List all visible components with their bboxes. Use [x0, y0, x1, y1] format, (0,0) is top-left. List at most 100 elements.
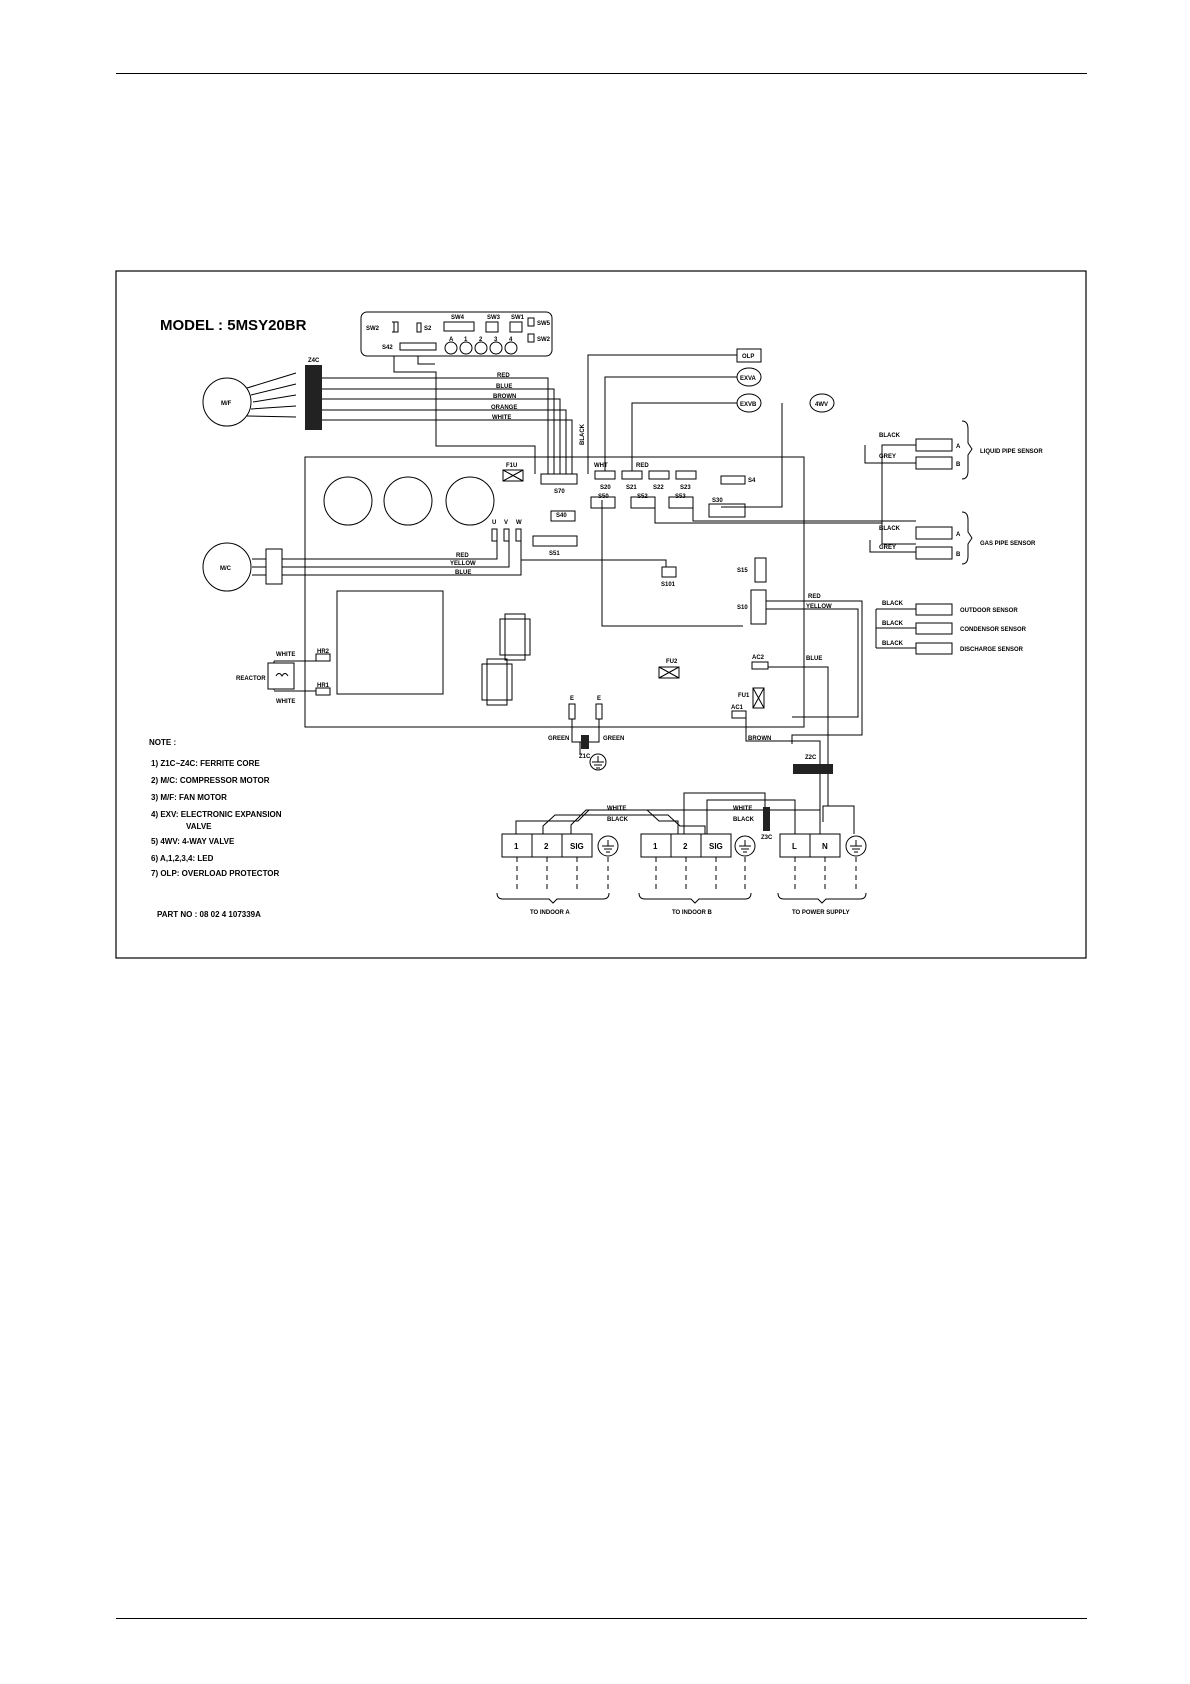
label-s2: S2 [424, 326, 432, 332]
terminal-power [779, 833, 867, 858]
ferrite-z2c [793, 764, 833, 774]
discharge-wire-black: BLACK [882, 641, 904, 647]
label-sw2-right: SW2 [537, 337, 551, 343]
discharge-sensor [915, 642, 953, 655]
liquid-sensor-b [915, 456, 953, 470]
fuse-f1u [502, 469, 524, 482]
label-s53: S53 [675, 494, 686, 500]
fan-wire-brown: BROWN [493, 394, 516, 400]
label-s20: S20 [600, 485, 611, 491]
compressor-motor [202, 542, 252, 592]
gas-wire-black: BLACK [879, 526, 901, 532]
reactor [267, 662, 295, 690]
bottom-wire-white: WHITE [607, 806, 626, 812]
exva [736, 367, 762, 387]
label-s10: S10 [737, 605, 748, 611]
indoor-b-pin-1: 1 [653, 842, 658, 851]
gas-pipe-sensor-label: GAS PIPE SENSOR [980, 541, 1036, 547]
liquid-wire-black: BLACK [879, 433, 901, 439]
note-1: 1) Z1C~Z4C: FERRITE CORE [151, 759, 260, 768]
label-z1c: Z1C [579, 754, 591, 760]
comp-wire-red: RED [456, 553, 469, 559]
s10-wire-yellow: YELLOW [806, 604, 832, 610]
gas-bracket [961, 511, 973, 565]
outdoor-sensor [915, 603, 953, 616]
bottom-wire-black: BLACK [607, 817, 629, 823]
comp-wire-yellow: YELLOW [450, 561, 476, 567]
diagram-frame [115, 270, 1087, 959]
ferrite-z4c [305, 365, 322, 430]
note-5: 5) 4WV: 4-WAY VALVE [151, 837, 235, 846]
power-pin-n: N [822, 842, 828, 851]
label-s51: S51 [549, 551, 560, 557]
footer-rule [116, 1618, 1087, 1619]
liquid-pipe-sensor-label: LIQUID PIPE SENSOR [980, 449, 1043, 455]
compressor-motor-label: M/C [220, 566, 232, 572]
label-ac2: AC2 [752, 655, 765, 661]
note-7: 7) OLP: OVERLOAD PROTECTOR [151, 869, 280, 878]
ferrite-z3c-bottom [763, 807, 770, 831]
led-4: 4 [509, 337, 513, 343]
label-s4: S4 [748, 478, 756, 484]
outdoor-wire-black: BLACK [882, 601, 904, 607]
reactor-coil-icon [275, 673, 289, 677]
olp-box [736, 348, 762, 363]
model-title: MODEL : 5MSY20BR [160, 317, 307, 334]
capacitors [323, 476, 495, 526]
gas-b: B [956, 552, 961, 558]
ground-wire-green-left: GREEN [548, 736, 569, 742]
label-s42: S42 [382, 345, 393, 351]
label-s101: S101 [661, 582, 676, 588]
led-a: A [449, 337, 454, 343]
label-w: W [516, 520, 522, 526]
fan-motor-label: M/F [221, 401, 232, 407]
power-pin-l: L [792, 842, 797, 851]
label-e1: E [570, 696, 574, 702]
led-2: 2 [479, 337, 483, 343]
four-way-valve-label: 4WV [815, 402, 828, 408]
indoor-a-pin-2: 2 [544, 842, 549, 851]
liquid-sensor-a [915, 438, 953, 452]
outdoor-sensor-label: OUTDOOR SENSOR [960, 608, 1018, 614]
condenser-sensor [915, 622, 953, 635]
label-u: U [492, 520, 496, 526]
wire-black-vertical: BLACK [580, 423, 586, 445]
olp-label: OLP [742, 354, 754, 360]
heat-sink [336, 590, 444, 695]
led-1: 1 [464, 337, 468, 343]
indoor-a-pin-1: 1 [514, 842, 519, 851]
liquid-wire-grey: GREY [879, 454, 896, 460]
note-2: 2) M/C: COMPRESSOR MOTOR [151, 776, 270, 785]
gas-sensor-b [915, 546, 953, 560]
label-v: V [504, 520, 508, 526]
fan-wire-white: WHITE [492, 415, 511, 421]
gas-sensor-a [915, 526, 953, 540]
label-s21: S21 [626, 485, 637, 491]
condenser-wire-black: BLACK [882, 621, 904, 627]
exva-label: EXVA [740, 376, 757, 382]
label-z2c: Z2C [805, 755, 817, 761]
ferrite-z1c [581, 735, 589, 749]
label-s23: S23 [680, 485, 691, 491]
ground-wire-green-right: GREEN [603, 736, 624, 742]
indoor-b-pin-2: 2 [683, 842, 688, 851]
label-s40: S40 [556, 513, 567, 519]
label-sw3: SW3 [487, 315, 501, 321]
reactor-wire-bottom: WHITE [276, 699, 295, 705]
terminal-indoor-a [501, 833, 619, 858]
label-hr1: HR1 [317, 683, 330, 689]
liquid-a: A [956, 444, 961, 450]
label-fu2: FU2 [666, 659, 678, 665]
main-pcb [304, 456, 805, 728]
terminal-indoor-b [640, 833, 756, 858]
label-s70: S70 [554, 489, 565, 495]
note-4-cont: VALVE [186, 822, 212, 831]
led-3: 3 [494, 337, 498, 343]
label-sw1: SW1 [511, 315, 525, 321]
label-s15: S15 [737, 568, 748, 574]
label-hr2: HR2 [317, 649, 330, 655]
transformers [481, 613, 531, 706]
label-sw2-top: SW2 [366, 326, 380, 332]
label-z4c: Z4C [308, 358, 320, 364]
